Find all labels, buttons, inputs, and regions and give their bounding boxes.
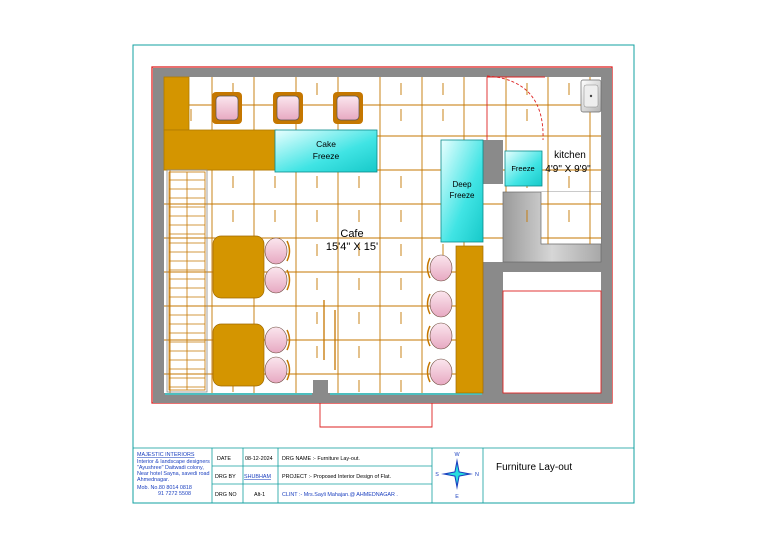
sheet-frame [132,44,635,504]
column-posts [323,300,336,370]
kitchen-freeze-label: Freeze [511,164,534,173]
company-phone-2: 91 7272 5508 [158,491,191,497]
cafe-label: Cafe [340,228,363,240]
bar-chair-3 [426,322,453,350]
stool-2 [273,92,303,124]
deep-freeze-label-2: Freeze [450,191,475,200]
company-line-1: Interior & landscape designers [137,459,210,465]
deep-freeze: Deep Freeze [440,139,484,243]
door-jamb-left [313,380,328,403]
sink [580,79,602,113]
bar-chairs [426,254,453,386]
kitchen-size: 4'9" X 9'9" [545,164,591,175]
top-stools [212,92,363,124]
south-wall-left [153,393,313,403]
staircase [166,169,208,393]
drawing-number-value: Alt-1 [254,492,265,498]
drawn-by-value: SHUBHAM [244,474,271,480]
walls [153,68,612,403]
table-2 [212,323,265,387]
compass-right: N [475,472,479,478]
company-line-2: "Ayushree" Daitwadi colony, [137,465,204,471]
compass-left: S [435,472,439,478]
date-value: 08-12-2024 [245,456,273,462]
stool-1 [212,92,242,124]
client-name: CLINT :- Mrs.Sayli Mahajan.@ AHMEDNAGAR … [282,492,398,498]
cafe-size: 15'4" X 15' [326,241,378,253]
date-label: DATE [217,456,231,462]
kitchen-area: Freeze kitchen 4'9" X 9'9" [502,79,602,263]
east-wall [601,68,612,403]
company-line-3: Near hotel Sayna, savedi road [137,471,210,477]
cake-freeze-label-1: Cake [316,139,336,149]
drawing-number-label: DRG NO [215,492,237,498]
north-wall [153,68,612,77]
kitchen-slab-cut [541,192,601,244]
partition-wall-vertical [483,262,503,403]
sheet-title: Furniture Lay-out [496,462,572,473]
chair-1 [264,237,291,265]
kitchen-label: kitchen [554,150,586,161]
partition-wall-right [483,262,612,272]
stool-3 [333,92,363,124]
project-name: PROJECT :- Proposed Interior Design of F… [282,474,391,480]
door-markings [319,75,545,428]
kitchen-partition-upper [483,140,503,184]
company-name: MAJESTIC INTERIORS [137,452,195,458]
compass-bottom: E [455,494,459,500]
chair-2 [264,266,291,294]
store-room [502,290,602,394]
table-chairs [264,237,291,384]
bar-chair-1 [426,254,453,282]
company-line-4: Ahmednagar. [137,477,169,483]
bar-counter [455,245,484,394]
deep-freeze-label-1: Deep [452,180,472,189]
bar-chair-4 [426,358,453,386]
chair-4 [264,356,291,384]
drawing-name: DRG NAME :- Furniture Lay-out. [282,456,360,462]
west-wall [153,68,164,403]
table-1 [212,235,265,299]
compass-top: W [454,452,460,458]
bar-chair-2 [426,290,453,318]
drawn-by-label: DRG BY [215,474,236,480]
compass-icon: W E N S [435,452,479,500]
company-info: MAJESTIC INTERIORS Interior & landscape … [137,452,210,497]
chair-3 [264,326,291,354]
title-block [132,447,635,504]
cafe-tables [212,235,265,387]
kitchen-freeze [504,150,543,187]
cake-freeze: Cake Freeze [274,129,378,173]
cake-freeze-label-2: Freeze [313,151,340,161]
south-wall-right [328,393,612,403]
company-phone-1: Mob. No.80 8014 0818 [137,485,192,491]
